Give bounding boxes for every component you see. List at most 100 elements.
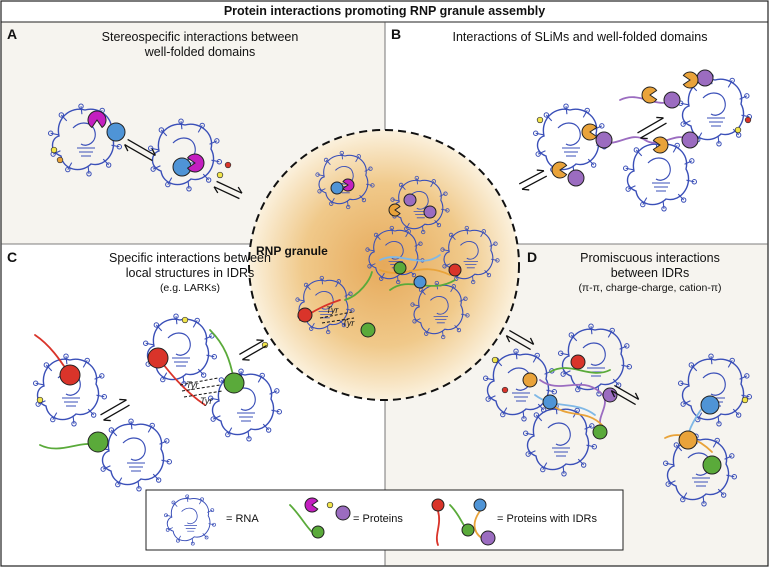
rna-hairpin [303,282,309,288]
arrow-back-line [103,404,130,421]
rna-hairpin [136,486,142,492]
rna-stem [110,429,118,437]
rna-hairpin [404,226,409,231]
rna-hairpin [105,162,112,168]
rna-hairpin [410,302,415,307]
rna-hairpin [485,396,491,402]
rna-stem [72,415,75,424]
rna-stem [80,106,83,115]
rna-stem [537,150,546,155]
arrow-back-line [640,122,667,139]
rna-hairpin [218,377,225,383]
rna-hairpin [276,409,283,415]
rna-hairpin [370,183,375,188]
rna-granule-4 [440,225,500,285]
rna-base-pairs [463,261,479,269]
arrow-back-line [521,175,548,190]
rna-hairpin [186,186,192,192]
rna-hairpin [199,122,205,129]
rna-inner-loop [430,296,449,315]
protein [360,322,376,338]
rna-stem [684,160,693,165]
rna-stem [364,168,371,172]
small-protein [224,161,232,169]
arrow-back-head [124,144,129,152]
rna-hairpin [535,151,541,157]
rna-hairpin [540,466,546,473]
rna-hairpin [207,395,214,401]
rna-stem [607,330,613,338]
rna-hairpin [673,442,680,448]
rna-hairpin [640,201,646,208]
rna-hairpin [367,264,372,269]
rna-stem [339,320,345,326]
rna-stem [208,523,215,526]
rna-hairpin [412,319,417,324]
rna-base-pairs [127,462,145,472]
rna-hairpin [326,329,331,335]
rna-stem [582,110,588,118]
rna-hairpin [414,175,419,181]
rna-hairpin [609,327,615,334]
legend-green-protein [311,525,325,539]
rna-stem [717,415,720,424]
rna-stem [405,231,410,238]
rna-stem [257,375,263,383]
small-protein [536,116,544,124]
rna-stem [167,177,173,185]
rna-hairpin [348,291,353,296]
small-protein [734,126,742,134]
rna-hairpin [205,177,212,183]
rna-stem [527,450,536,455]
rna-stem [677,193,685,201]
folded-domain [581,123,598,141]
rna-hairpin [456,327,462,333]
rna-hairpin [493,241,498,246]
arrow-back-head [610,390,616,398]
rna-stem [416,177,418,185]
rna-hairpin [149,422,155,429]
rna-stem [347,200,349,208]
rna-hairpin [389,225,394,231]
rna-hairpin [551,389,558,395]
rna-stem [165,514,172,517]
protein [592,424,608,440]
blue-domain-a1 [106,122,126,142]
rna-hairpin [557,350,564,356]
rna-hairpin [101,394,108,400]
protein [393,261,407,275]
rna-stem [621,364,630,368]
rna-stem [724,455,733,460]
rna-hairpin [662,460,669,466]
rna-hairpin [323,157,329,163]
rna-stem [697,132,703,140]
rna-hairpin [390,197,395,202]
rna-hairpin [71,421,77,427]
protein [663,91,681,109]
rna-hairpin [720,492,727,498]
rna-hairpin [522,430,529,436]
arrow-layer [100,116,667,422]
rna-hairpin [210,508,215,513]
rna-hairpin [315,172,320,177]
rna-stem [45,364,53,372]
small-protein [216,171,224,179]
rna-hairpin [677,380,684,386]
rna-hairpin [584,107,590,114]
rna-stem [137,480,140,489]
rna-c-lower [97,418,173,492]
rna-hairpin [210,416,216,422]
rna-inner-loop [702,92,726,116]
rna-hairpin [674,142,680,149]
rna-hairpin [500,411,506,418]
rna-stem [297,299,304,302]
rna-inner-loop [582,342,606,366]
arrow-forward-head [656,116,664,119]
rna-hairpin [622,165,629,171]
rna-inner-loop [647,157,671,181]
rna-stem [412,304,419,307]
rna-stem [535,132,544,136]
rna-stem [341,152,343,160]
rna-stem [145,342,154,346]
rna-hairpin [471,279,476,285]
